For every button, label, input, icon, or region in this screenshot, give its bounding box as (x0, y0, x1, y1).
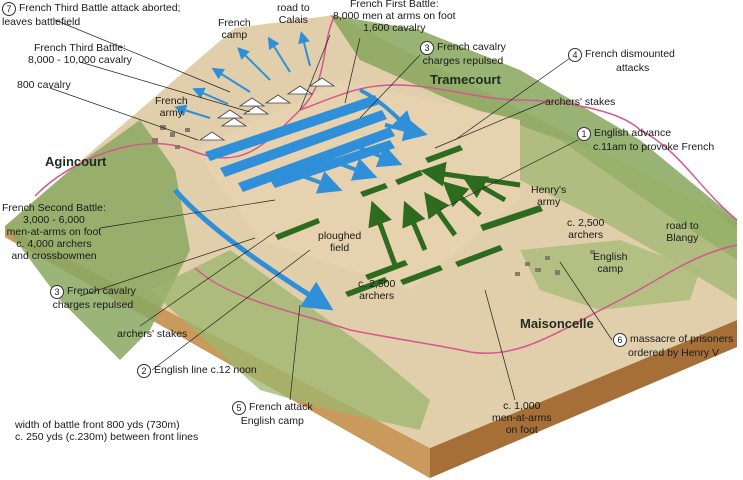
block-right-face (430, 320, 737, 478)
french-cavalry-charge (359, 88, 416, 136)
woods (150, 250, 430, 430)
leader-lines (49, 19, 613, 401)
callout-3: 3 (420, 41, 434, 55)
place-agincourt: Agincourt (45, 154, 107, 169)
french-retreat-arrows (174, 31, 311, 119)
woods (5, 120, 190, 360)
road (34, 14, 336, 197)
callout-6: 6 (613, 333, 627, 347)
label-french-third-battle: French Third Battle:8,000 - 10,000 caval… (28, 42, 132, 66)
village-maisoncelle (515, 250, 595, 276)
label-width-note: width of battle front 800 yds (730m)c. 2… (15, 419, 199, 443)
road (194, 244, 738, 354)
woods (330, 15, 737, 260)
woods (500, 120, 737, 300)
french-cavalry-charge (173, 188, 334, 311)
road (299, 84, 738, 221)
label-800-cavalry: 800 cavalry (17, 79, 71, 91)
callout-4: 4 (568, 48, 582, 62)
callout-7: 7 (2, 2, 16, 16)
callout-2: 2 (137, 364, 151, 378)
place-maisoncelle: Maisoncelle (520, 316, 594, 331)
callout-1: 1 (577, 127, 591, 141)
place-tramecourt: Tramecourt (430, 72, 501, 87)
label-french-first-battle: French First Battle:8,000 men at arms on… (333, 0, 456, 34)
callout-3: 3 (50, 285, 64, 299)
label-archers-stakes-top: archers' stakes (545, 96, 616, 108)
callout-5: 5 (232, 401, 246, 415)
english-line (275, 145, 543, 297)
english-advance-arrows (368, 161, 521, 266)
woods (520, 240, 700, 310)
label-archers-stakes-left: archers' stakes (117, 328, 188, 340)
